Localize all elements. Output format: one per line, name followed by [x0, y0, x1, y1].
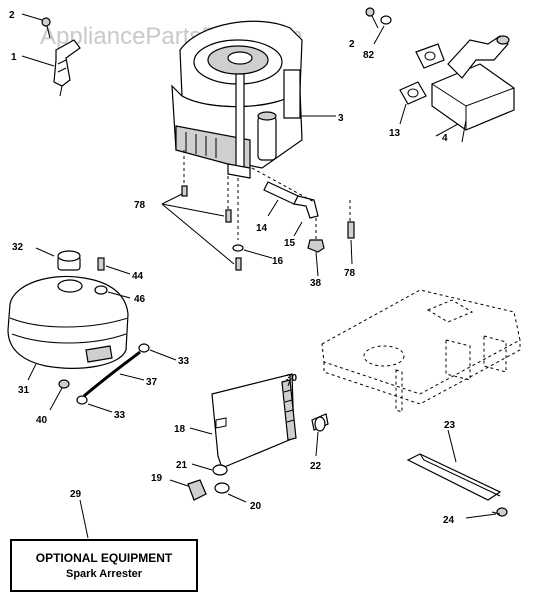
part-2-screw-left	[41, 17, 51, 39]
part-30-strip	[281, 379, 297, 441]
spark-arrester-label: Spark Arrester	[65, 567, 143, 580]
callout-78-left: 78	[134, 200, 146, 211]
part-16-washer	[232, 244, 273, 259]
part-78-bolt-right	[347, 200, 355, 265]
callout-18: 18	[174, 424, 186, 435]
callout-13: 13	[389, 128, 401, 139]
optional-equipment-box: OPTIONAL EQUIPMENT Spark Arrester	[10, 539, 198, 592]
part-21-washer	[191, 463, 228, 476]
callout-33-top: 33	[178, 356, 190, 367]
callout-22: 22	[310, 461, 322, 472]
callout-16: 16	[272, 256, 284, 267]
part-22-knob	[311, 413, 329, 457]
callout-19: 19	[151, 473, 163, 484]
callout-30: 30	[286, 373, 298, 384]
callout-29: 29	[70, 489, 82, 500]
callout-20: 20	[250, 501, 262, 512]
part-1-bracket	[53, 39, 81, 97]
part-40-clip	[49, 379, 70, 411]
callout-3: 3	[338, 113, 344, 124]
callout-labels: 2 1 2 82 3 4 13 78 14 15 16 38 78 32 44 …	[9, 10, 456, 526]
callout-38: 38	[310, 278, 322, 289]
part-15-elbow	[251, 167, 319, 237]
callout-82: 82	[363, 50, 375, 61]
part-82-lockwasher	[373, 15, 392, 45]
part-20-washer	[214, 482, 247, 503]
part-38-nut	[307, 218, 325, 277]
callout-33-bottom: 33	[114, 410, 126, 421]
callout-23: 23	[444, 420, 456, 431]
part-46-washer	[94, 285, 131, 299]
callout-32: 32	[12, 242, 24, 253]
part-31-fuel-tank	[7, 275, 129, 381]
part-44-screw	[97, 257, 131, 275]
part-19-nut	[169, 479, 207, 501]
callout-46: 46	[134, 294, 146, 305]
part-14-fitting	[263, 181, 299, 217]
part-18-shield	[189, 373, 295, 469]
callout-15: 15	[284, 238, 296, 249]
part-13-gasket	[399, 43, 445, 125]
callout-40: 40	[36, 415, 48, 426]
part-37-fuel-line	[83, 350, 145, 398]
chassis-plate	[321, 289, 521, 413]
optional-equipment-title: OPTIONAL EQUIPMENT	[35, 550, 173, 565]
part-3-engine	[171, 20, 336, 179]
part-4-muffler	[431, 35, 515, 143]
part-32-fuel-cap	[35, 247, 81, 271]
callout-31: 31	[18, 385, 30, 396]
callout-78-right: 78	[344, 268, 356, 279]
callout-14: 14	[256, 223, 268, 234]
callout-4: 4	[442, 133, 448, 144]
part-23-plate	[406, 429, 502, 501]
callout-24: 24	[443, 515, 455, 526]
leader-29	[79, 499, 89, 539]
part-78-bolts-left	[161, 150, 242, 271]
callout-2-right: 2	[349, 39, 355, 50]
callout-44: 44	[132, 271, 144, 282]
part-33-clamp-bottom	[76, 395, 113, 413]
callout-37: 37	[146, 377, 158, 388]
callout-2-left: 2	[9, 10, 15, 21]
callout-21: 21	[176, 460, 188, 471]
part-2-screw-right	[365, 7, 379, 29]
part-24-screw	[465, 507, 508, 519]
callout-1: 1	[11, 52, 17, 63]
part-33-clamp-top	[138, 343, 177, 361]
